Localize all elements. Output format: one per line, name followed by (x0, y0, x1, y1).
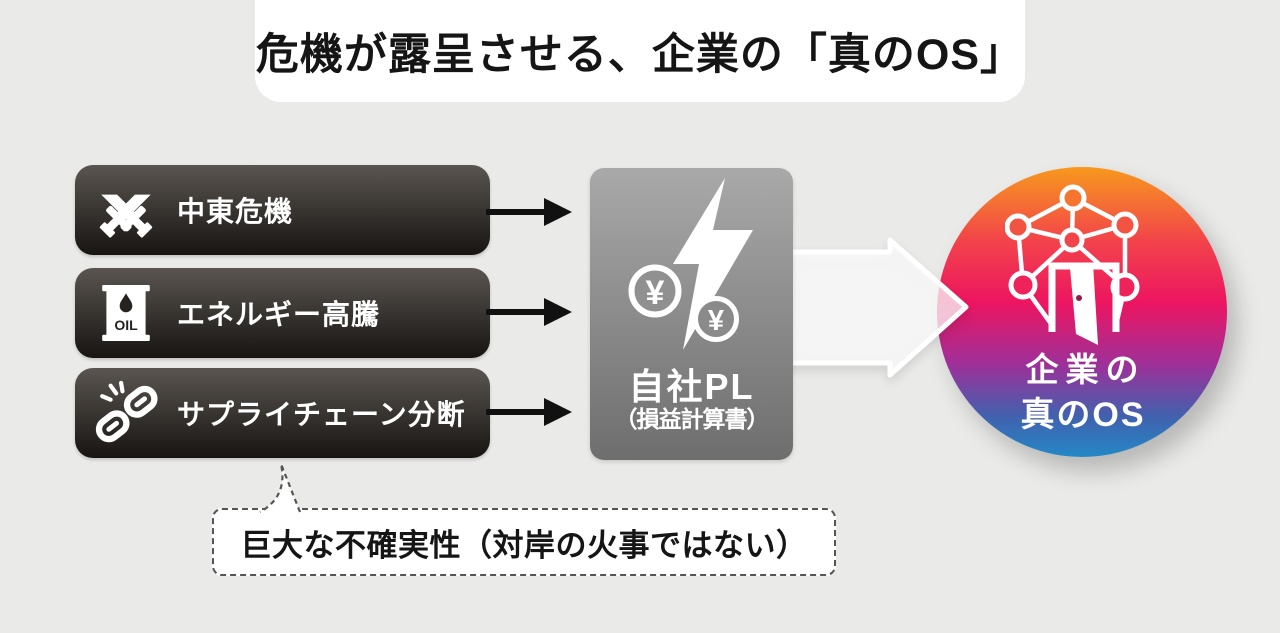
broken-chain-icon (95, 380, 158, 443)
uncertainty-note-text: 巨大な不確実性（対岸の火事ではない） (240, 527, 808, 563)
arrow-tail (486, 309, 546, 315)
page-title: 危機が露呈させる、企業の「真のOS」 (255, 31, 1025, 79)
big-arrow-pl-to-os (787, 237, 969, 378)
arrow-head (544, 198, 572, 226)
oil-barrel-icon: OIL (102, 285, 150, 341)
lightning-icon (673, 178, 753, 350)
pl-box-subtitle: （損益計算書） (614, 406, 770, 432)
os-label-line2: 真のOS (1020, 396, 1146, 434)
cause-label: エネルギー高騰 (177, 299, 381, 330)
cause-box-energy: OIL エネルギー高騰 (75, 268, 490, 358)
pl-impact-icons: ¥ ¥ (628, 178, 753, 350)
arrow-middle-east-to-pl (486, 198, 572, 226)
pl-box-title: 自社PL (628, 366, 755, 407)
arrow-supply-chain-to-pl (486, 398, 572, 426)
arrow-energy-to-pl (486, 298, 572, 326)
title-banner: 危機が露呈させる、企業の「真のOS」 (255, 0, 1025, 102)
arrow-tail (486, 409, 546, 415)
pl-impact-box: ¥ ¥ 自社PL （損益計算書） (590, 168, 793, 460)
uncertainty-note: 巨大な不確実性（対岸の火事ではない） (212, 508, 836, 576)
os-label-line1: 企業の (1025, 351, 1146, 388)
note-bubble-tail (259, 463, 302, 513)
yen-coin-icon: ¥ (693, 296, 739, 342)
network-door-icon (1005, 184, 1140, 345)
yen-coin-icon: ¥ (628, 264, 682, 318)
cause-label: サプライチェーン分断 (177, 399, 466, 430)
cause-box-middle-east: 中東危機 (75, 165, 490, 255)
arrow-head (544, 398, 572, 426)
yen-symbol: ¥ (708, 305, 724, 337)
arrow-tail (486, 209, 546, 215)
open-door-glyph (1048, 262, 1120, 345)
yen-symbol: ¥ (646, 274, 665, 312)
arrow-head (544, 298, 572, 326)
oil-barrel-label: OIL (114, 317, 138, 333)
cause-box-supply-chain: サプライチェーン分断 (75, 368, 490, 458)
cause-label: 中東危機 (177, 196, 294, 227)
true-os-circle: 企業の 真のOS (937, 167, 1227, 457)
crossed-swords-icon (99, 194, 153, 238)
